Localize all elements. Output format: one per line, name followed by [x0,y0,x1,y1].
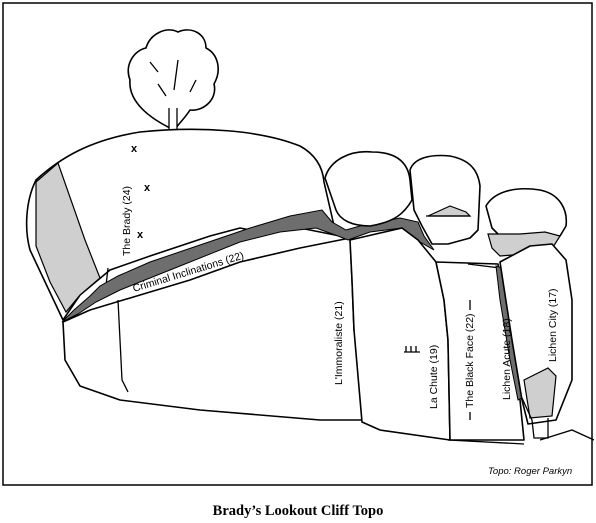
bolt-ticks [404,346,420,353]
label-limmoraliste: L'Immoraliste (21) [333,301,345,385]
label-the-black-face: The Black Face (22) [464,313,476,408]
bolt-marker-2: x [144,182,151,194]
far-right-top-boulder [485,188,568,239]
right-top-boulder [409,154,481,245]
grey-patch-lichen [523,367,557,419]
bolt-marker-3: x [137,229,144,241]
label-the-brady: The Brady (24) [121,186,133,256]
label-lichen-city: Lichen City (17) [547,288,559,362]
topo-frame [2,2,593,486]
label-la-chute: La Chute (19) [428,345,440,409]
diagram-caption: Brady’s Lookout Cliff Topo [213,503,384,519]
bolt-marker-1: x [131,143,138,155]
tree-icon [127,29,219,130]
middle-top-boulder [324,151,413,227]
grey-slab-left [35,161,101,314]
main-boulder [25,128,341,321]
crack-criminal-inclinations [61,209,435,323]
topo-credit: Topo: Roger Parkyn [488,466,572,477]
label-lichen-acute: Lichen Acute (18) [501,318,513,400]
